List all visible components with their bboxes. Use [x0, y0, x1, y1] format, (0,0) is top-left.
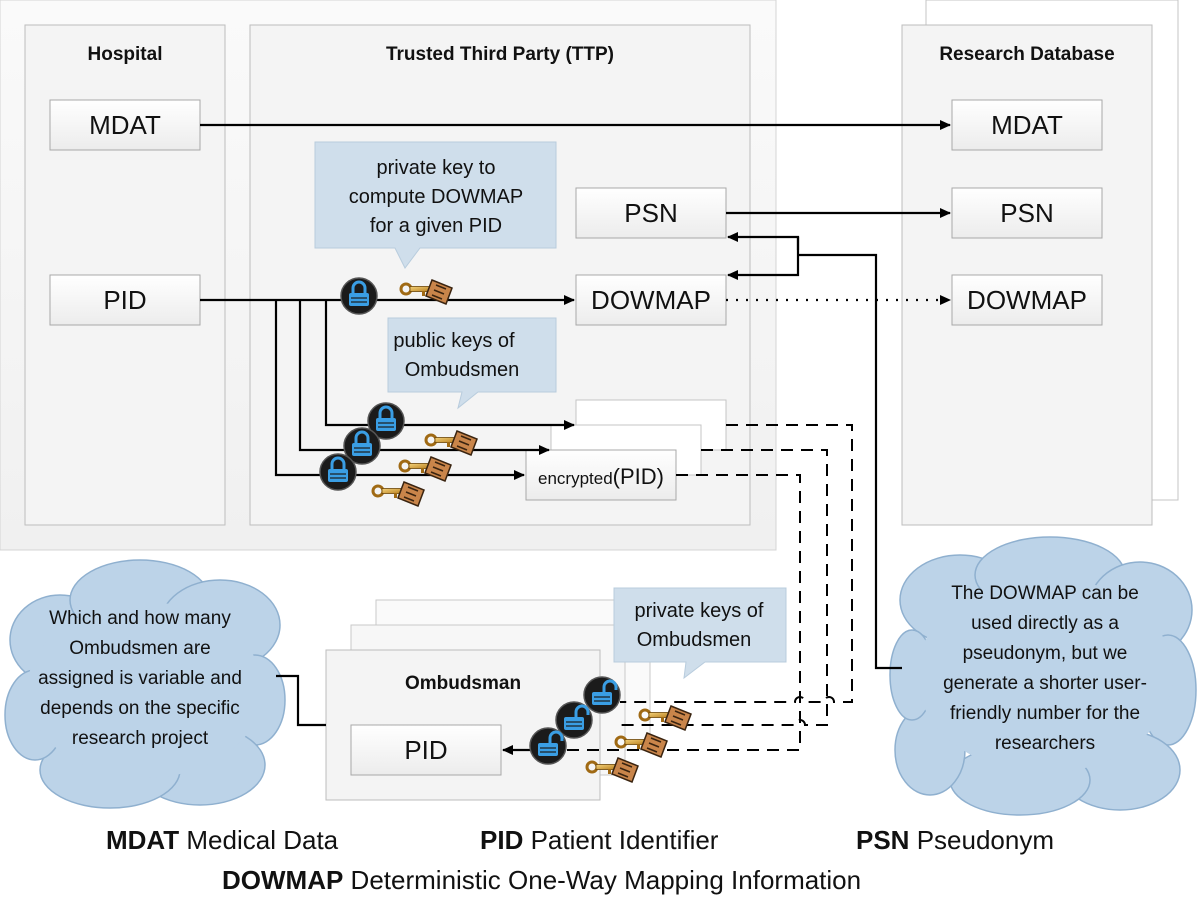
private-key-callout-line-1: private key to [377, 157, 496, 179]
private-key-callout-line-3: for a given PID [370, 215, 502, 237]
research-dowmap-label: DOWMAP [967, 285, 1087, 315]
decrypt-padlock-unlocked-icon-2 [554, 700, 594, 740]
right-cloud-line-5: friendly number for the [950, 703, 1140, 724]
psn-feedback-arrow [727, 232, 800, 250]
legend-mdat: MDAT Medical Data [106, 825, 339, 855]
right-cloud-line-1: The DOWMAP can be [951, 583, 1139, 604]
right-cloud-line-2: used directly as a [971, 613, 1119, 634]
hospital-pid-label: PID [103, 285, 146, 315]
legend-pid-desc: Patient Identifier [523, 825, 718, 855]
left-cloud-line-1: Which and how many [49, 608, 231, 629]
legend-psn-abbr: PSN [856, 825, 909, 855]
left-cloud-line-5: research project [72, 728, 209, 749]
legend-psn-desc: Pseudonym [909, 825, 1054, 855]
left-cloud-connector [276, 674, 326, 727]
encrypt-padlock-locked-icon-1 [318, 452, 358, 492]
encrypted-return-dashed-2 [618, 449, 828, 726]
encrypted-pid-label: encrypted(PID) [538, 464, 664, 489]
research-dowmap-box [951, 274, 1103, 326]
ttp-title: Trusted Third Party (TTP) [386, 44, 614, 65]
encrypted-prefix: encrypted [538, 469, 613, 488]
right-cloud-line-3: pseudonym, but we [963, 643, 1128, 664]
legend-dowmap-abbr: DOWMAP [222, 865, 343, 895]
hospital-title: Hospital [88, 44, 163, 65]
left-cloud-line-3: assigned is variable and [38, 668, 242, 689]
legend-mdat-desc: Medical Data [179, 825, 338, 855]
right-cloud [889, 536, 1197, 816]
research-title: Research Database [939, 44, 1114, 65]
private-keys-ombudsmen-callout [613, 587, 787, 680]
left-cloud [4, 559, 286, 809]
research-mdat-box [951, 99, 1103, 151]
ttp-psn-label: PSN [624, 198, 677, 228]
left-cloud-line-2: Ombudsmen are [69, 638, 211, 659]
cloud-to-psn-connector [798, 253, 902, 670]
research-mdat-label: MDAT [991, 110, 1063, 140]
ttp-dowmap-box [575, 274, 727, 326]
dowmap-padlock-locked-icon [339, 276, 379, 316]
public-keys-callout [387, 317, 557, 410]
legend-mdat-abbr: MDAT [106, 825, 179, 855]
legend-pid: PID Patient Identifier [480, 825, 719, 855]
pid-to-encrypted-arrow-3 [324, 300, 575, 430]
ombudsman-title: Ombudsman [405, 673, 521, 694]
public-keys-callout-line-2: Ombudsmen [405, 359, 520, 381]
hospital-mdat-label: MDAT [89, 110, 161, 140]
decrypt-padlock-unlocked-icon-3 [582, 675, 622, 715]
research-psn-label: PSN [1000, 198, 1053, 228]
private-keys-ombudsmen-line-1: private keys of [635, 600, 764, 622]
right-cloud-line-6: researchers [995, 733, 1095, 754]
decrypt-padlock-unlocked-icon-1 [528, 726, 568, 766]
encrypted-return-dashed-1 [560, 474, 801, 751]
research-psn-box [951, 187, 1103, 239]
hospital-pid-box [49, 274, 201, 326]
public-keys-callout-line-1: public keys of [393, 330, 515, 352]
encrypted-suffix: (PID) [613, 464, 664, 489]
private-key-callout [314, 141, 557, 269]
ombudsman-pid-label: PID [404, 735, 447, 765]
private-key-callout-line-2: compute DOWMAP [349, 186, 523, 208]
ttp-dowmap-label: DOWMAP [591, 285, 711, 315]
encrypted-pid-box [525, 449, 677, 501]
right-cloud-line-4: generate a shorter user- [943, 673, 1147, 694]
legend-dowmap: DOWMAP Deterministic One-Way Mapping Inf… [222, 865, 861, 895]
legend-psn: PSN Pseudonym [856, 825, 1054, 855]
legend-pid-abbr: PID [480, 825, 523, 855]
private-keys-ombudsmen-line-2: Ombudsmen [637, 629, 752, 651]
encrypted-return-dashed-3 [620, 424, 853, 703]
ombudsman-pid-box [350, 724, 502, 776]
hospital-mdat-box [49, 99, 201, 151]
legend-dowmap-desc: Deterministic One-Way Mapping Informatio… [343, 865, 861, 895]
left-cloud-line-4: depends on the specific [40, 698, 240, 719]
